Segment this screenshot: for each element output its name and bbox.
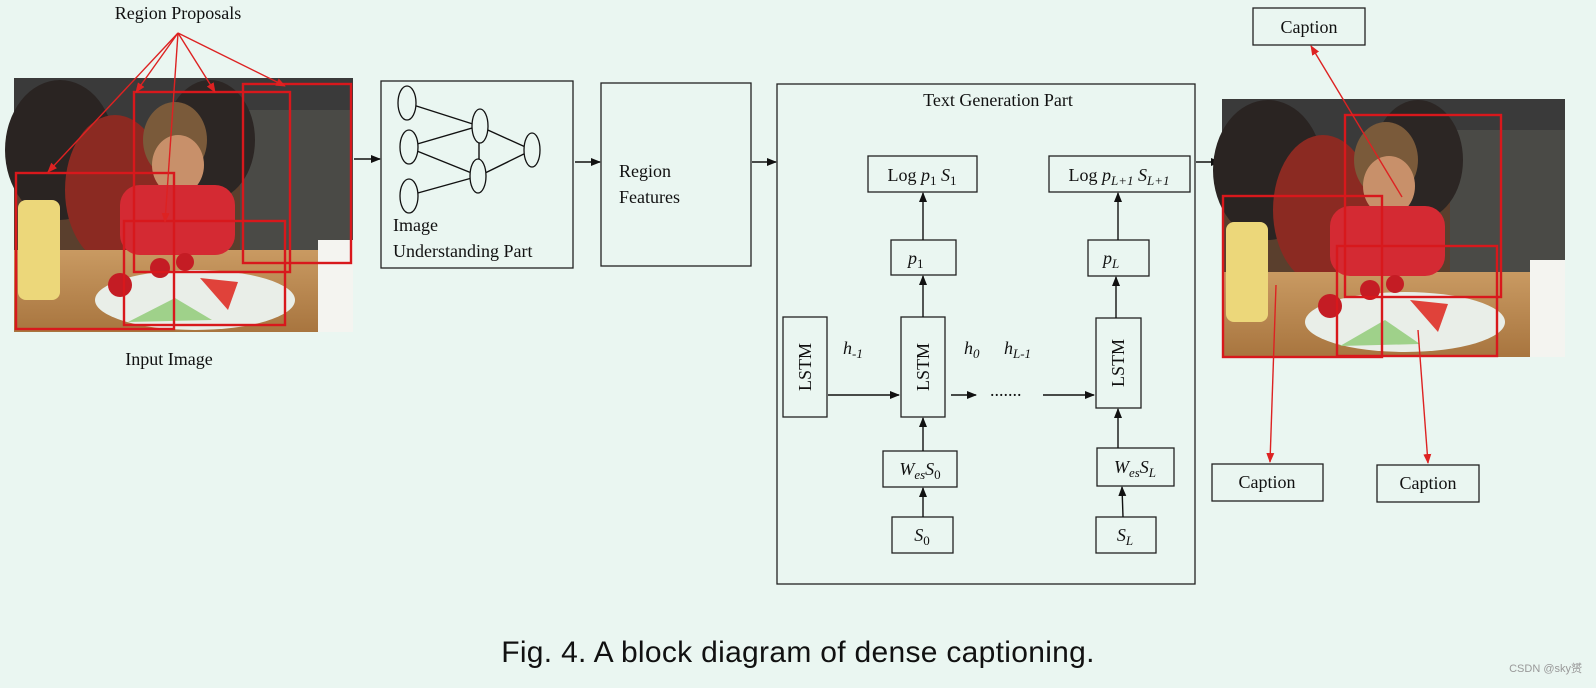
image-understanding-label-1: Image: [393, 215, 438, 235]
wes-sl-box: [1096, 447, 1175, 487]
caption-label-bottom-left: Caption: [1239, 472, 1296, 492]
p1-label: p1: [906, 248, 924, 271]
pl-label: pL: [1101, 248, 1119, 271]
lstm-label-initial: LSTM: [795, 343, 815, 391]
text-generation-box: Text Generation Part Log p1 S1 Log pL+1 …: [776, 83, 1196, 585]
log-p1-s1-box: [867, 155, 978, 193]
h-neg1-label: h-1: [843, 338, 863, 361]
region-features-box: Region Features: [600, 82, 752, 267]
image-understanding-box: Image Understanding Part: [380, 80, 574, 269]
neural-network-icon: [397, 85, 541, 214]
caption-label-bottom-right: Caption: [1400, 473, 1457, 493]
log-pl1-sl1-box: [1048, 155, 1191, 193]
hl-1-label: hL-1: [1004, 338, 1031, 361]
arrow-sl-to-wesl: [1118, 486, 1127, 518]
caption-box-top: [1252, 7, 1366, 46]
sl-label: SL: [1117, 525, 1133, 548]
log-pl1-sl1-label: Log pL+1 SL+1: [1068, 165, 1169, 188]
s0-label: S0: [914, 525, 930, 548]
input-image-label: Input Image: [125, 349, 212, 369]
sl-box: [1095, 516, 1157, 554]
input-image: [5, 78, 353, 332]
caption-pointers: [1266, 45, 1432, 464]
figure-caption: Fig. 4. A block diagram of dense caption…: [501, 636, 1095, 669]
caption-box-bottom-left: [1211, 463, 1324, 502]
lstm-label-1: LSTM: [913, 343, 933, 391]
sequence-dots: .......: [990, 380, 1022, 400]
image-understanding-label-2: Understanding Part: [393, 241, 532, 261]
watermark: CSDN @sky赟: [1509, 663, 1582, 675]
log-p1-s1-label: Log p1 S1: [888, 165, 957, 188]
lstm-label-l: LSTM: [1108, 339, 1128, 387]
caption-label-top: Caption: [1281, 17, 1338, 37]
lstm-box-l: [1095, 317, 1142, 409]
region-features-label-1: Region: [619, 161, 671, 181]
h0-label: h0: [964, 338, 980, 361]
region-proposal-pointers: [47, 32, 286, 223]
region-proposals-label: Region Proposals: [115, 3, 242, 23]
caption-box-bottom-right: [1376, 464, 1480, 503]
p1-box: [890, 239, 957, 276]
wes-sl-label: WesSL: [1114, 457, 1156, 480]
region-features-label-2: Features: [619, 187, 680, 207]
lstm-box-initial: [782, 316, 828, 418]
text-generation-label: Text Generation Part: [923, 90, 1073, 110]
wes-s0-label: WesS0: [899, 459, 940, 482]
output-image: [1213, 99, 1565, 359]
pl-box: [1087, 239, 1150, 277]
s0-box: [891, 516, 954, 554]
